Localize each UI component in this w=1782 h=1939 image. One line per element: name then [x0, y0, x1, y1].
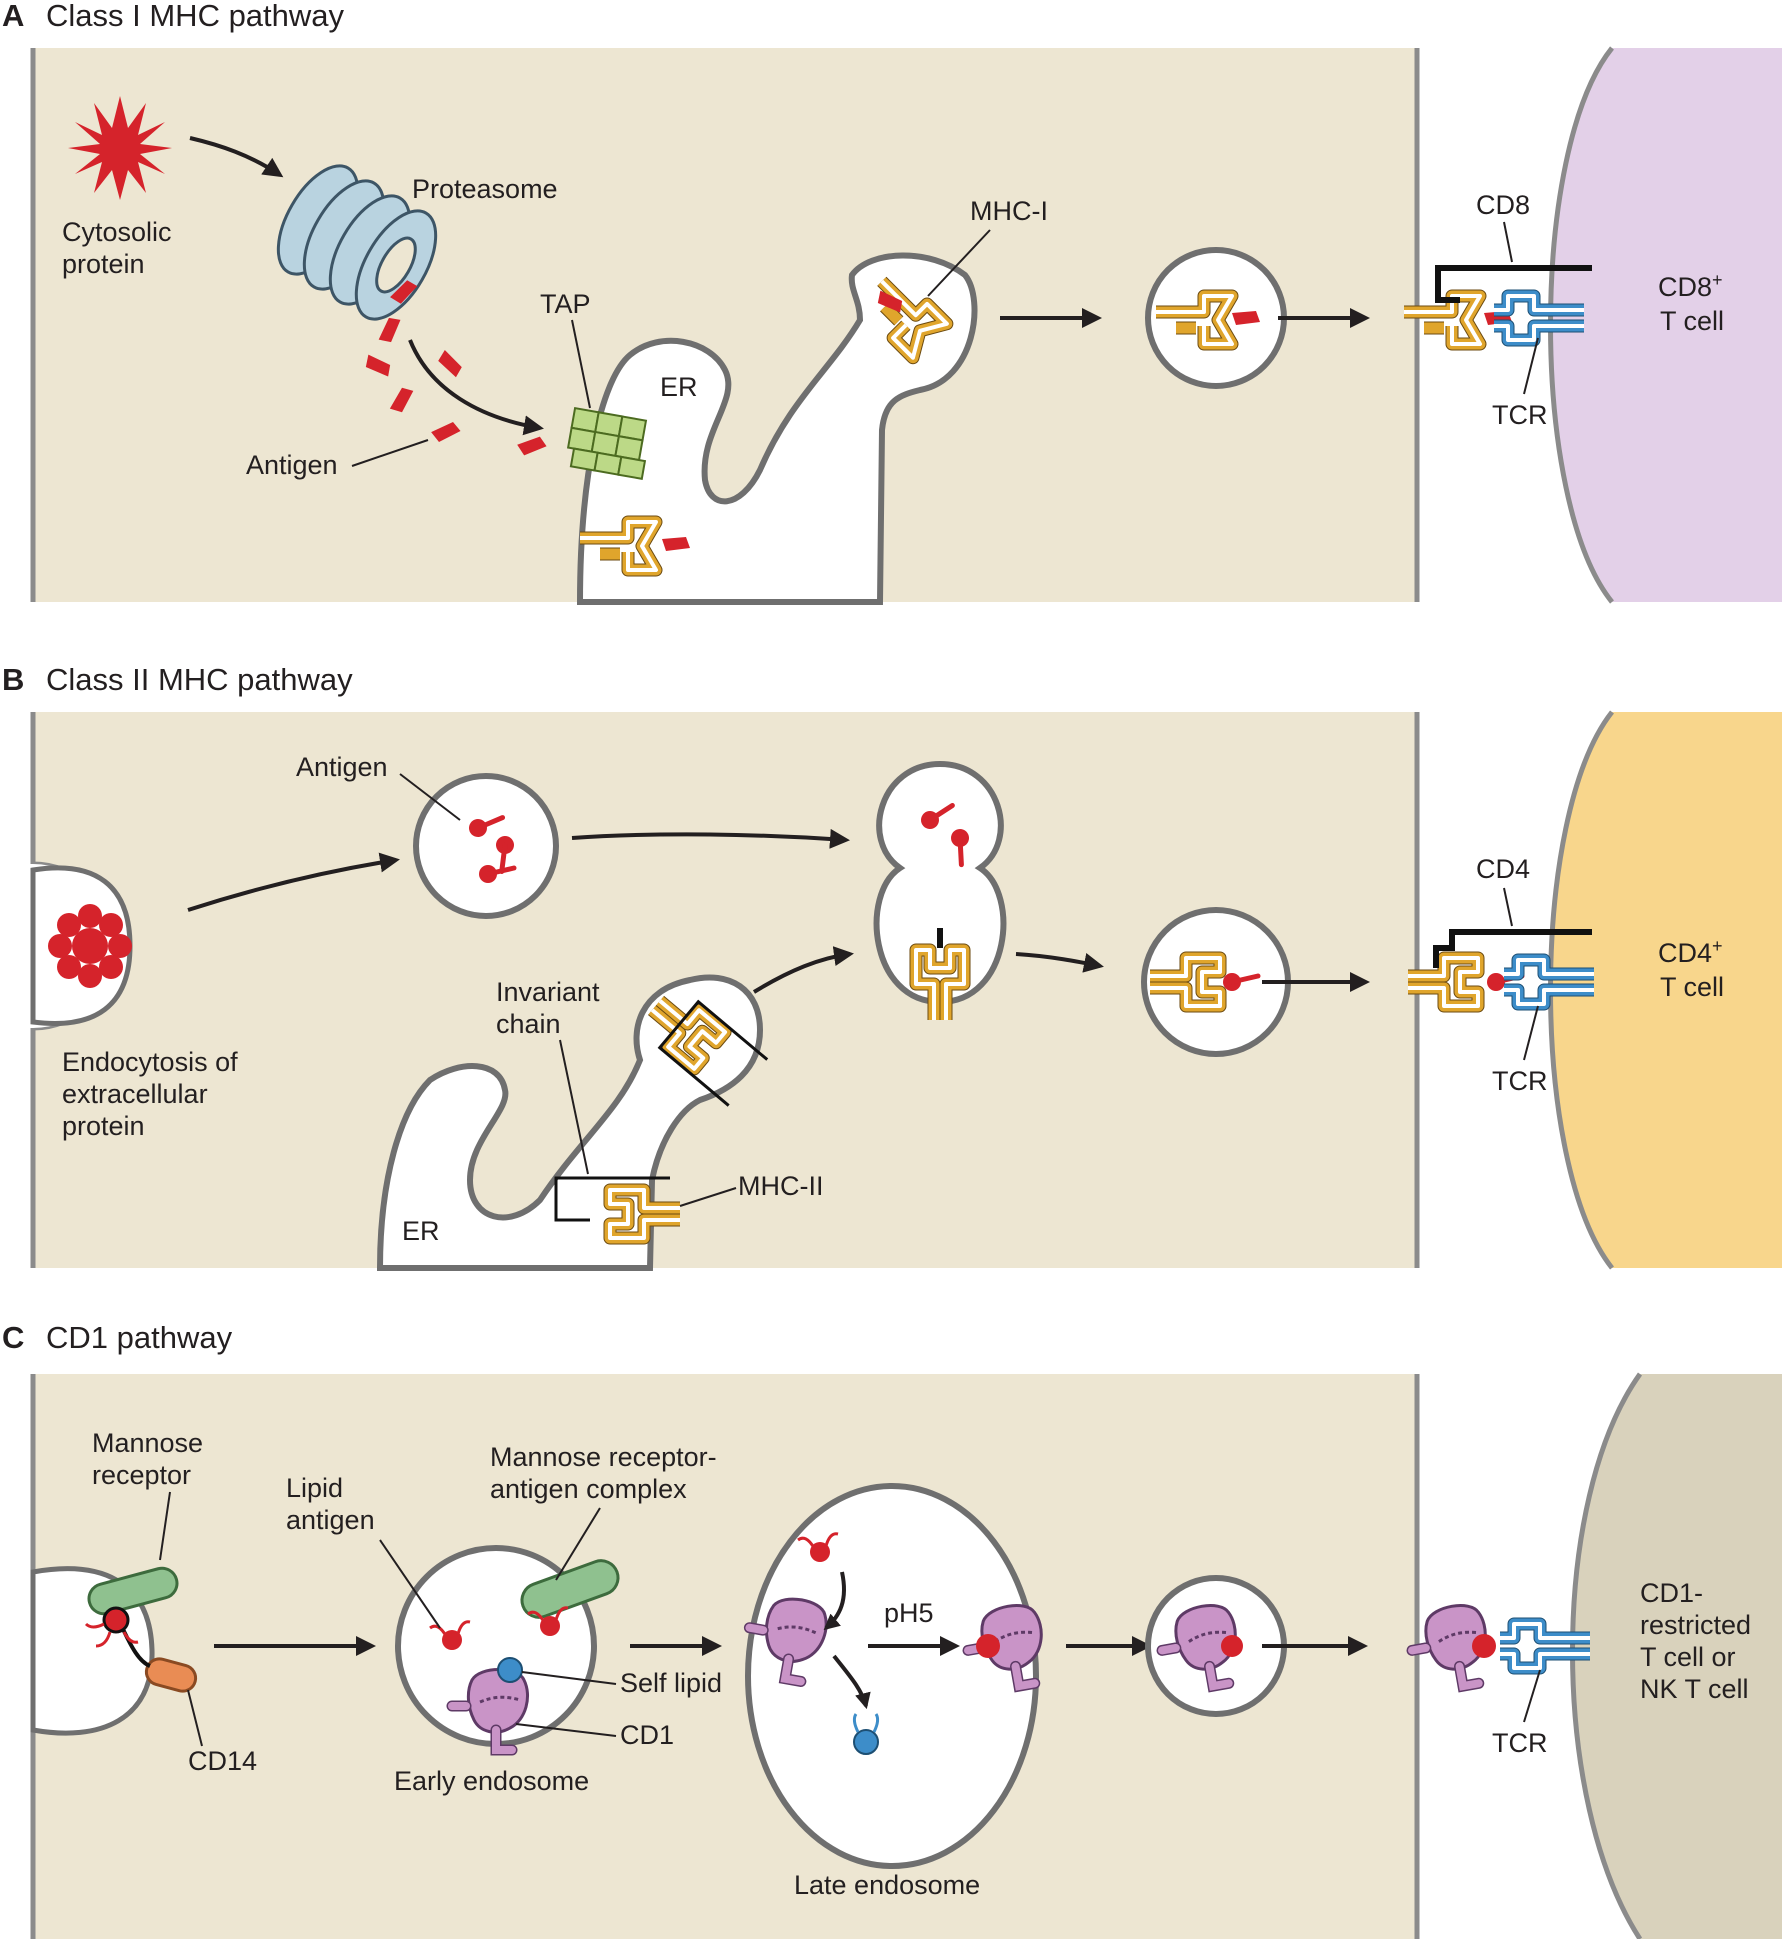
- er-a: [576, 252, 978, 605]
- endocytosis-label-1: Endocytosis of: [62, 1047, 238, 1077]
- cytosolic-protein-label-2: protein: [62, 249, 145, 279]
- cd8-tcell-label-1: CD8+: [1658, 270, 1723, 302]
- mhc-ii-label: MHC-II: [738, 1171, 823, 1201]
- tcr-label-b: TCR: [1492, 1066, 1548, 1096]
- panel-a: A Class I MHC pathway Cytosolic protein …: [2, 0, 1782, 605]
- er-label-a: ER: [660, 372, 698, 402]
- extracellular-protein-icon: [48, 904, 132, 988]
- cd1-tcell-label-4: NK T cell: [1640, 1674, 1749, 1704]
- arrow-to-proteasome: [189, 136, 284, 178]
- cd1-tcell-label-1: CD1-: [1640, 1578, 1703, 1608]
- cd8-label: CD8: [1476, 190, 1530, 220]
- mannose-receptor-label-2: receptor: [92, 1460, 191, 1490]
- panel-b: B Class II MHC pathway Endocytosis of ex…: [2, 662, 1782, 1271]
- panel-c-title: CD1 pathway: [46, 1320, 233, 1355]
- antigen-label-b: Antigen: [296, 752, 388, 782]
- invariant-chain-label-1: Invariant: [496, 977, 600, 1007]
- invariant-chain-label-2: chain: [496, 1009, 561, 1039]
- cd1-tcell-label-3: T cell or: [1640, 1642, 1736, 1672]
- mhc-ii-with-clip: [916, 928, 964, 1020]
- mhc-ii-invariant-er: [554, 1176, 680, 1238]
- cd8-coreceptor: [1435, 265, 1592, 303]
- cd4-tcell-label-2: T cell: [1660, 972, 1724, 1002]
- self-lipid-icon: [497, 1657, 523, 1683]
- late-endosome-label: Late endosome: [794, 1870, 980, 1900]
- panel-c: C CD1 pathway Mannose receptor CD14 Lipi…: [2, 1320, 1782, 1939]
- endocytosis-label-2: extracellular: [62, 1079, 208, 1109]
- tcr-label-c: TCR: [1492, 1728, 1548, 1758]
- arrow-b-1: [571, 828, 850, 849]
- panel-c-letter: C: [2, 1320, 24, 1355]
- complex-label-2: antigen complex: [490, 1474, 687, 1504]
- cd1-tcell: [1572, 1374, 1782, 1939]
- cytosolic-protein-icon: [68, 96, 172, 200]
- ph-label: pH5: [884, 1598, 934, 1628]
- arrow-to-tap: [408, 339, 544, 436]
- cd1-tcell-label-2: restricted: [1640, 1610, 1751, 1640]
- arrow-b-2: [752, 946, 854, 994]
- mannose-receptor-label-1: Mannose: [92, 1428, 203, 1458]
- panel-a-letter: A: [2, 0, 24, 33]
- proteasome-label: Proteasome: [412, 174, 558, 204]
- late-endosome: [745, 1483, 1039, 1869]
- cytosolic-protein-label-1: Cytosolic: [62, 217, 172, 247]
- er-label-b: ER: [402, 1216, 440, 1246]
- panel-a-title: Class I MHC pathway: [46, 0, 345, 33]
- cd14-label: CD14: [188, 1746, 257, 1776]
- cd14-icon: [144, 1657, 198, 1693]
- cd4-label: CD4: [1476, 854, 1530, 884]
- antigen-label-a: Antigen: [246, 450, 338, 480]
- mannose-receptor-complex-icon: [520, 1559, 620, 1619]
- self-lipid-label: Self lipid: [620, 1668, 722, 1698]
- tap-icon: [566, 406, 648, 480]
- panel-b-title: Class II MHC pathway: [46, 662, 353, 697]
- cd8-tcell: [1550, 48, 1782, 602]
- panel-b-letter: B: [2, 662, 24, 697]
- arrow-b-3: [1015, 952, 1104, 973]
- endocytosis-label-3: protein: [62, 1111, 145, 1141]
- mhc-i-label: MHC-I: [970, 196, 1048, 226]
- cd1-label: CD1: [620, 1720, 674, 1750]
- cd4-coreceptor: [1433, 929, 1592, 968]
- cd4-tcell: [1550, 712, 1782, 1268]
- cd8-tcell-label-2: T cell: [1660, 306, 1724, 336]
- lipid-antigen-label-2: antigen: [286, 1505, 375, 1535]
- arrow-to-endosome: [187, 852, 400, 912]
- proteasome-icon: [276, 164, 438, 321]
- endosome-b: [413, 773, 559, 919]
- early-endosome-label: Early endosome: [394, 1766, 589, 1796]
- cd4-tcell-label-1: CD4+: [1658, 936, 1723, 968]
- tap-label: TAP: [540, 289, 591, 319]
- tcr-label-a: TCR: [1492, 400, 1548, 430]
- mhc-ii-invariant-vesicle: [637, 982, 769, 1107]
- complex-label-1: Mannose receptor-: [490, 1442, 717, 1472]
- mannose-receptor-icon: [87, 1566, 179, 1616]
- lipid-antigen-label-1: Lipid: [286, 1473, 343, 1503]
